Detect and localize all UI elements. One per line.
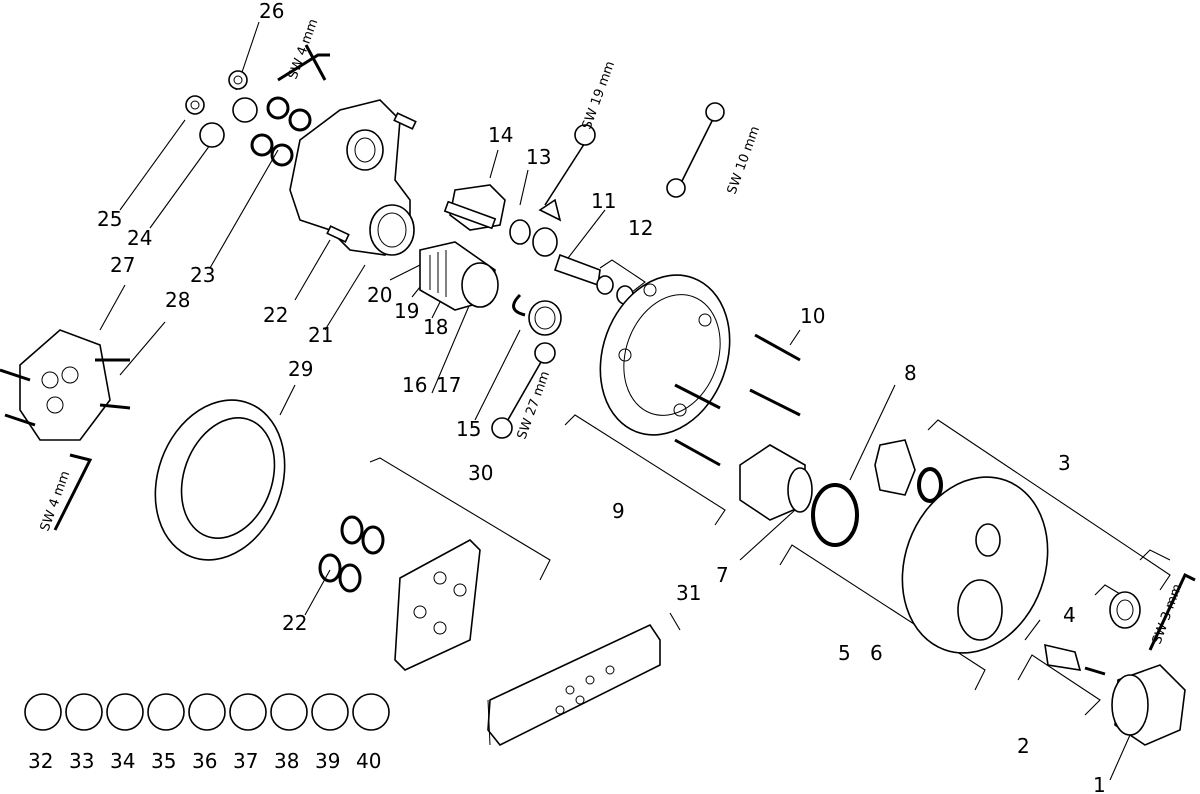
callout-33: 33 xyxy=(69,749,94,773)
callout-15: 15 xyxy=(456,417,481,441)
wrench-sw27 xyxy=(491,342,556,439)
callout-3: 3 xyxy=(1058,451,1071,475)
allen-key-sw3 xyxy=(1148,572,1196,651)
part-23-seals xyxy=(250,96,312,167)
callout-4: 4 xyxy=(1063,603,1076,627)
callout-9: 9 xyxy=(612,499,625,523)
part-27-mounting-plate xyxy=(0,329,131,441)
part-22-seals xyxy=(318,515,385,593)
part-24-sleeve xyxy=(199,97,258,148)
callout-28: 28 xyxy=(165,288,190,312)
part-15-nut xyxy=(512,293,562,336)
callout-27: 27 xyxy=(110,253,135,277)
callout-35: 35 xyxy=(151,749,176,773)
allen-key-sw4-left xyxy=(53,453,93,531)
callout-6: 6 xyxy=(870,641,883,665)
callout-34: 34 xyxy=(110,749,135,773)
part-30-plate xyxy=(394,539,481,671)
callout-22a: 22 xyxy=(263,303,288,327)
part-11-spindle xyxy=(553,253,634,305)
buttons-row xyxy=(24,693,390,731)
part-3-cover-plate xyxy=(901,476,1049,654)
callout-21: 21 xyxy=(308,323,333,347)
callout-16: 16 xyxy=(402,373,427,397)
part-8-adapter xyxy=(874,439,943,503)
wrench-sw19 xyxy=(538,124,596,222)
callout-29: 29 xyxy=(288,357,313,381)
callout-37: 37 xyxy=(233,749,258,773)
tool-label-sw10: SW 10 mm xyxy=(725,124,763,196)
callout-31: 31 xyxy=(676,581,701,605)
callout-39: 39 xyxy=(315,749,340,773)
part-13-nut xyxy=(509,219,558,257)
tool-label-sw19: SW 19 mm xyxy=(580,59,618,131)
callout-7: 7 xyxy=(716,563,729,587)
callout-1: 1 xyxy=(1093,773,1106,794)
callout-32: 32 xyxy=(28,749,53,773)
callout-36: 36 xyxy=(192,749,217,773)
callout-18: 18 xyxy=(423,315,448,339)
part-21-valve-body xyxy=(289,99,417,256)
callout-25: 25 xyxy=(97,207,122,231)
allen-key-sw4-top xyxy=(277,44,330,82)
part-6-seal xyxy=(811,483,859,547)
callout-20: 20 xyxy=(367,283,392,307)
tool-label-sw27: SW 27 mm xyxy=(515,369,553,441)
part-31-mounting-rail xyxy=(487,623,661,747)
leader-lines xyxy=(99,21,1171,781)
callout-19: 19 xyxy=(394,299,419,323)
callout-numbers: 26 25 24 27 23 28 22 21 29 20 19 18 16 1… xyxy=(28,0,1106,794)
part-2-extension xyxy=(1044,643,1106,676)
part-4-rosette xyxy=(1109,591,1141,629)
part-16-thermostat-cartridge xyxy=(419,241,499,311)
callout-2: 2 xyxy=(1017,734,1030,758)
part-10-screws xyxy=(674,333,801,467)
callout-8: 8 xyxy=(904,361,917,385)
part-26-nipple xyxy=(228,70,248,90)
callout-22b: 22 xyxy=(282,611,307,635)
tool-label-sw3: SW 3 mm xyxy=(1150,582,1186,646)
callout-14: 14 xyxy=(488,123,513,147)
callout-13: 13 xyxy=(526,145,551,169)
callout-5: 5 xyxy=(838,641,851,665)
callout-30: 30 xyxy=(468,461,493,485)
wrench-sw10 xyxy=(666,102,725,198)
callout-10: 10 xyxy=(800,304,825,328)
callout-40: 40 xyxy=(356,749,381,773)
callout-26: 26 xyxy=(259,0,284,23)
part-1-handle xyxy=(1111,664,1186,746)
part-7-extension-sleeve xyxy=(739,444,813,521)
callout-17: 17 xyxy=(436,373,461,397)
callout-24: 24 xyxy=(127,226,152,250)
callout-38: 38 xyxy=(274,749,299,773)
part-29-extension-ring xyxy=(154,399,286,561)
part-14-cartridge xyxy=(443,184,506,231)
callout-23: 23 xyxy=(190,263,215,287)
callout-11: 11 xyxy=(591,189,616,213)
callout-12: 12 xyxy=(628,216,653,240)
part-25-nipple xyxy=(185,95,205,115)
tool-label-sw4-top: SW 4 mm xyxy=(286,17,322,81)
